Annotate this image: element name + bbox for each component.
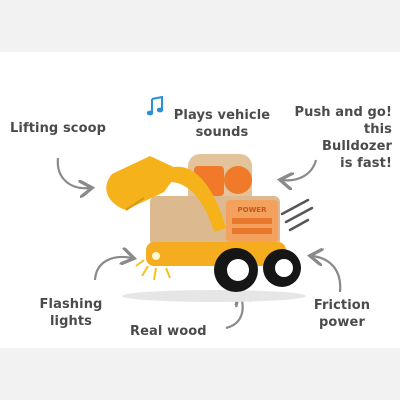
rear-wheel: [263, 249, 301, 287]
callout-friction-power: Friction power: [312, 297, 372, 331]
callout-line: is fast!: [340, 156, 392, 171]
lifting-arm: [106, 156, 226, 232]
power-panel-text: POWER: [238, 206, 268, 214]
callout-line: Lifting scoop: [10, 121, 107, 136]
callout-real-wood: Real wood: [130, 323, 207, 340]
callout-flashing-lights: Flashing lights: [36, 296, 106, 330]
arrow-push-and-go: [282, 159, 318, 180]
callout-plays-vehicle-sounds: Plays vehicle sounds: [167, 107, 277, 141]
callout-line: Friction: [313, 298, 371, 313]
flashing-light: [152, 252, 160, 260]
callout-line: this Bulldozer: [321, 122, 392, 154]
callout-line: power: [319, 315, 365, 330]
callout-line: Real wood: [130, 324, 207, 339]
music-note-icon: [146, 96, 164, 116]
callout-line: Push and go!: [294, 105, 392, 120]
toy-excavator: POWER: [106, 154, 314, 302]
callout-line: Flashing: [39, 297, 103, 312]
toy-shadow: [122, 290, 306, 302]
callout-line: sounds: [195, 125, 249, 140]
speed-lines-icon: [280, 198, 314, 232]
arrow-friction-power: [312, 256, 342, 293]
light-rays-icon: [135, 259, 171, 281]
arrow-flashing-lights: [93, 257, 132, 281]
callout-lifting-scoop: Lifting scoop: [10, 120, 106, 137]
callout-push-and-go: Push and go! this Bulldozer is fast!: [292, 104, 392, 172]
front-wheel: [214, 248, 258, 292]
callout-line: lights: [49, 314, 93, 329]
arrow-lifting-scoop: [56, 157, 90, 188]
callout-line: Plays vehicle: [173, 108, 271, 123]
